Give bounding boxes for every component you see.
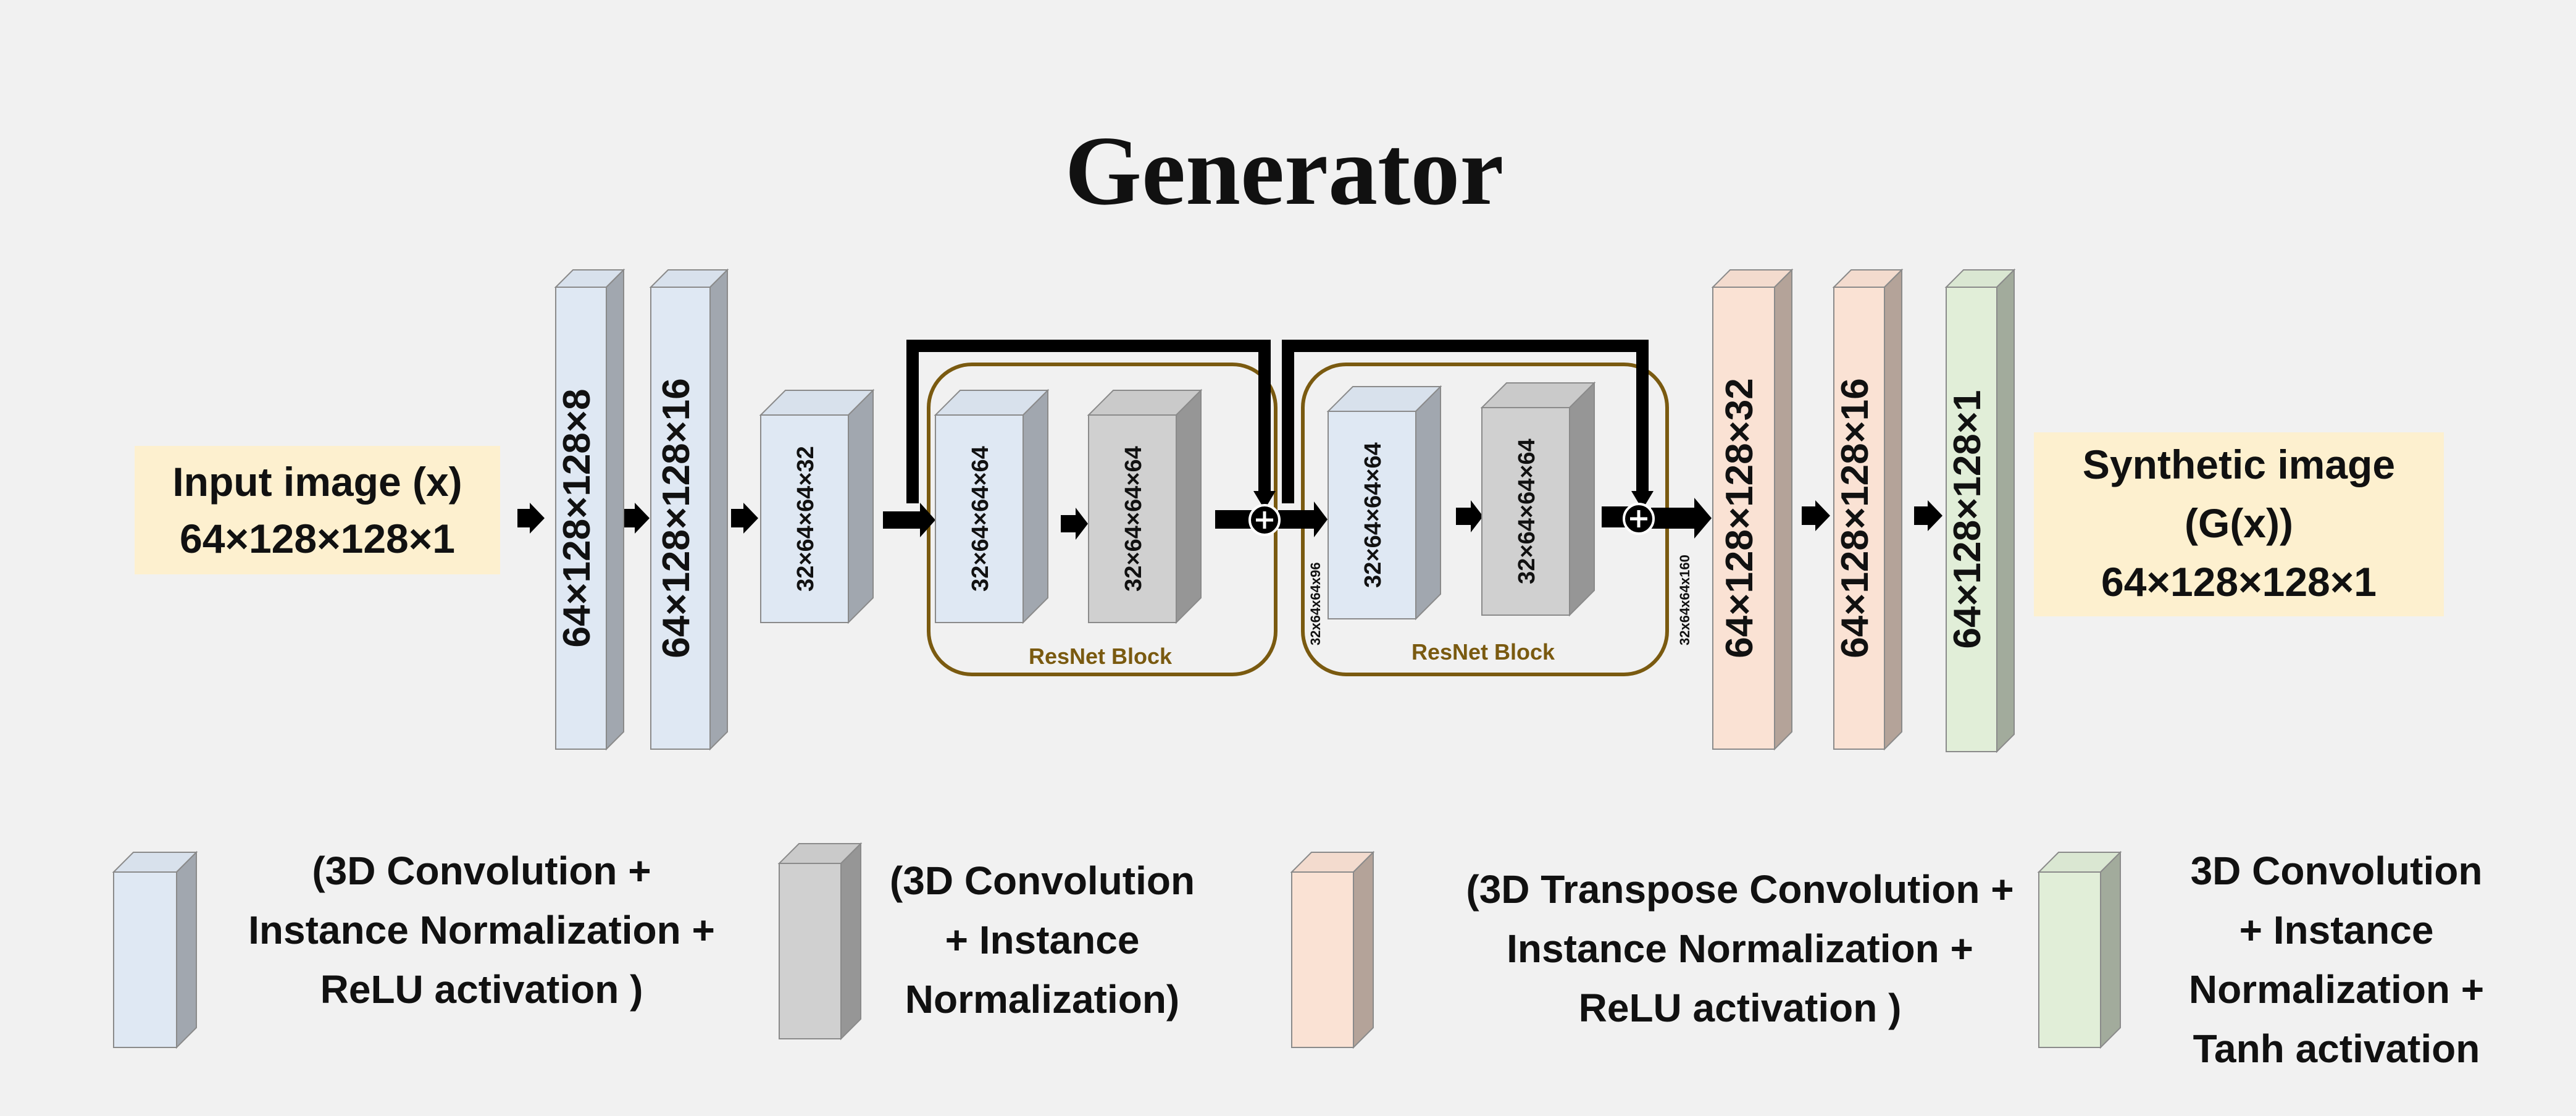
legend-icon-conv-norm [777, 842, 863, 1041]
legend-1-line-3: ReLU activation ) [320, 967, 643, 1012]
skip-connection-2 [1282, 340, 1649, 503]
skip-connection-2-arrowhead [1631, 491, 1654, 510]
skip-label-1: 32x64x64x96 [1308, 562, 1323, 645]
legend-1-line-1: (3D Convolution + [312, 849, 651, 893]
output-label: Synthetic image [2083, 442, 2395, 487]
layer-block-2-label: 64×128×128×16 [655, 378, 698, 658]
legend-4-line-2: + Instance [2239, 908, 2434, 952]
flow-arrow-2 [622, 503, 650, 534]
legend-icon-conv-tanh [2037, 850, 2122, 1049]
input-shape: 64×128×128×1 [180, 516, 455, 561]
resnet-2-norm-block: 32×64×64×64 [1480, 381, 1596, 617]
layer-block-9-label: 64×128×128×16 [1834, 378, 1876, 658]
sum-node-2 [1623, 503, 1655, 535]
legend-2-line-2: + Instance [945, 918, 1140, 962]
legend-4-line-4: Tanh activation [2193, 1026, 2480, 1071]
skip-connection-1 [906, 340, 1271, 503]
output-gx: (G(x)) [2185, 500, 2293, 546]
resnet-block-1-label: ResNet Block [1029, 644, 1173, 669]
input-image-box: Input image (x) 64×128×128×1 [135, 446, 500, 574]
diagram-title: Generator [1065, 115, 1504, 225]
layer-block-8: 64×128×128×32 [1711, 268, 1794, 751]
layer-block-1: 64×128×128×8 [554, 268, 625, 751]
legend-item-1: (3D Convolution + Instance Normalization… [248, 849, 715, 1012]
layer-block-9: 64×128×128×16 [1832, 268, 1904, 751]
flow-arrow-1 [517, 503, 545, 534]
legend-2-line-1: (3D Convolution [890, 858, 1195, 903]
resnet-1-conv-block: 32×64×64×64 [934, 388, 1050, 624]
legend-3-line-2: Instance Normalization + [1507, 926, 1973, 971]
resnet-2-conv-block-label: 32×64×64×64 [1360, 442, 1386, 588]
resnet-2-norm-block-label: 32×64×64×64 [1514, 438, 1540, 584]
legend-2-line-3: Normalization) [905, 977, 1179, 1022]
legend-3-line-3: ReLU activation ) [1579, 986, 1902, 1030]
flow-arrow-10 [1651, 498, 1712, 539]
legend-item-2: (3D Convolution + Instance Normalization… [890, 858, 1195, 1022]
flow-arrow-4 [883, 503, 935, 537]
resnet-1-norm-block-label: 32×64×64×64 [1121, 446, 1147, 592]
flow-arrow-12 [1914, 500, 1942, 531]
legend-4-line-1: 3D Convolution [2191, 849, 2483, 893]
flow-arrow-7 [1278, 501, 1328, 537]
legend-4-line-3: Normalization + [2189, 967, 2484, 1012]
legend-3-line-1: (3D Transpose Convolution + [1466, 867, 2014, 912]
layer-block-3: 32×64×64×32 [759, 388, 875, 624]
input-label: Input image (x) [172, 459, 462, 505]
legend: (3D Convolution + Instance Normalization… [112, 842, 2484, 1071]
sum-node-1 [1248, 504, 1281, 536]
legend-icon-transpose-conv [1290, 850, 1375, 1049]
skip-connection-1-arrowhead [1253, 491, 1276, 510]
layer-block-10: 64×128×128×1 [1944, 268, 2016, 753]
output-shape: 64×128×128×1 [2101, 559, 2377, 605]
flow-arrow-11 [1802, 500, 1830, 531]
flow-arrow-8 [1456, 500, 1483, 532]
synthetic-image-box: Synthetic image (G(x)) 64×128×128×1 [2034, 432, 2444, 616]
flow-arrow-5 [1061, 508, 1088, 540]
layer-block-8-label: 64×128×128×32 [1718, 378, 1761, 658]
resnet-2-conv-block: 32×64×64×64 [1326, 385, 1442, 621]
layer-block-3-label: 32×64×64×32 [793, 446, 819, 592]
skip-label-2: 32x64x64x160 [1677, 555, 1692, 645]
legend-item-3: (3D Transpose Convolution + Instance Nor… [1466, 867, 2014, 1030]
layer-block-2: 64×128×128×16 [649, 268, 729, 751]
legend-item-4: 3D Convolution + Instance Normalization … [2189, 849, 2484, 1071]
layer-block-1-label: 64×128×128×8 [556, 389, 598, 648]
layer-block-10-label: 64×128×128×1 [1946, 390, 1989, 649]
legend-icon-conv-relu [112, 850, 198, 1049]
flow-arrow-3 [731, 503, 758, 534]
legend-1-line-2: Instance Normalization + [248, 908, 715, 952]
resnet-1-conv-block-label: 32×64×64×64 [968, 446, 993, 592]
resnet-block-2-label: ResNet Block [1411, 639, 1555, 665]
resnet-1-norm-block: 32×64×64×64 [1087, 388, 1203, 624]
